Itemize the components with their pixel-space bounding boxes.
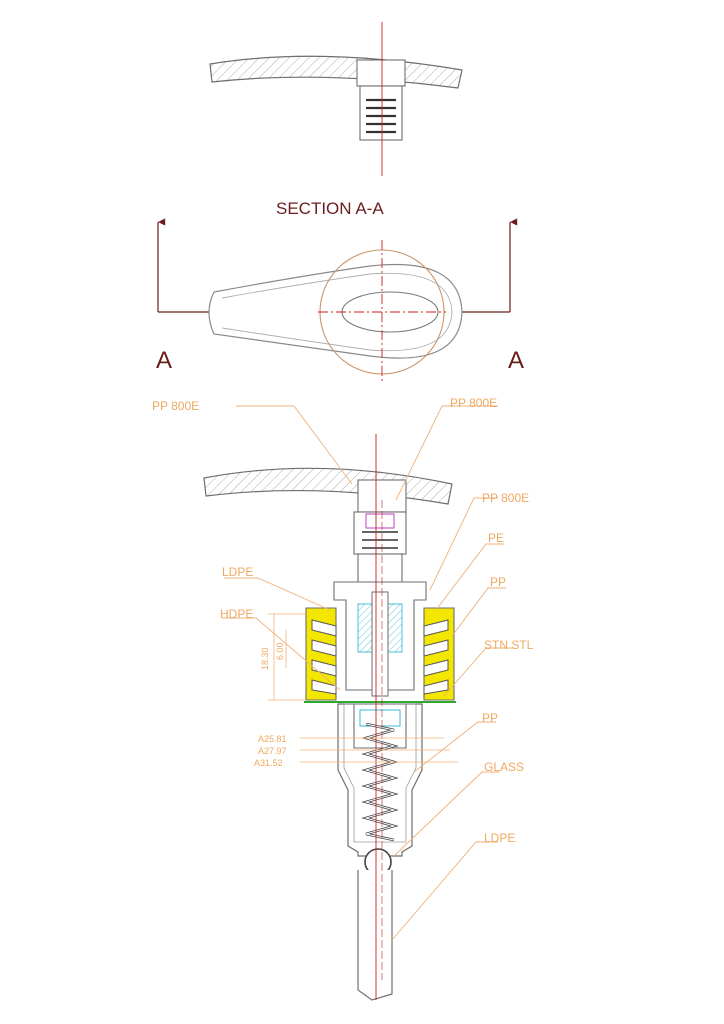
label-actuator-right: PP 800E [450, 396, 497, 410]
label-stem-guide: PP 800E [482, 491, 529, 505]
label-housing: PP [482, 711, 498, 725]
dimension-lines [268, 613, 458, 763]
label-liner: LDPE [222, 565, 253, 579]
dim-h1: 18.30 [260, 647, 270, 670]
section-marker-right: A [508, 347, 524, 374]
label-inner-cap: HDPE [220, 607, 253, 621]
label-ball: GLASS [484, 760, 524, 774]
dim-d1: A25.81 [258, 734, 287, 744]
label-spring-top: STN STL [484, 638, 534, 652]
dip-tube [357, 870, 393, 1001]
dim-h2: 6.00 [275, 642, 285, 660]
gasket-left [357, 603, 373, 653]
actuator-thread-marks [366, 98, 396, 134]
stem-insert [365, 513, 395, 529]
label-gasket: PE [488, 531, 504, 545]
label-closure: PP [490, 575, 506, 589]
piston-rod [371, 591, 389, 697]
gasket-right [387, 603, 403, 653]
section-marker-left: A [156, 347, 172, 374]
valve-insert [359, 709, 401, 727]
section-title: SECTION A-A [276, 199, 384, 218]
actuator-side-view [209, 22, 463, 176]
pump-housing [337, 703, 423, 857]
label-actuator-left: PP 800E [152, 399, 199, 413]
dim-d3: A31.52 [254, 758, 283, 768]
actuator-plan-view [157, 218, 518, 384]
assembly-stem-socket [353, 511, 407, 555]
assembly-actuator-shell [203, 467, 453, 505]
label-dip-tube: LDPE [484, 831, 515, 845]
leader-lines [222, 405, 514, 941]
dim-d2: A27.97 [258, 746, 287, 756]
actuator-neck [356, 59, 406, 87]
pump-assembly-section [203, 405, 514, 1001]
actuator-plan-outline [208, 263, 463, 359]
actuator-top-shell [209, 55, 463, 89]
